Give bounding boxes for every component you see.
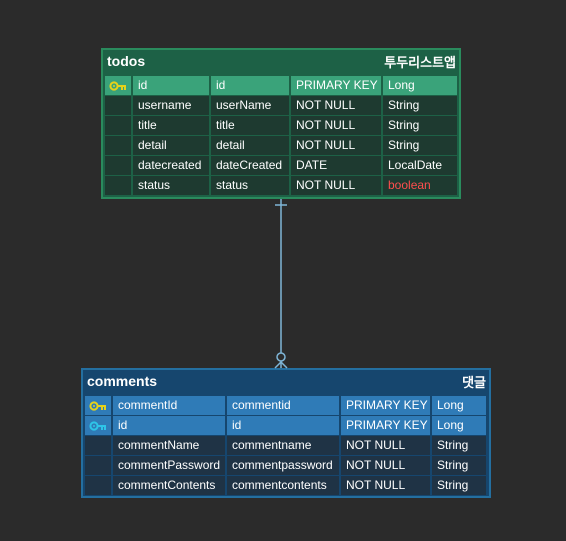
entity-name: todos [107,53,146,69]
column-type: String [432,476,486,495]
column-name: datecreated [133,156,209,175]
column-constraint: NOT NULL [341,476,430,495]
column-field: status [211,176,289,195]
column-name: detail [133,136,209,155]
column-name: commentId [113,396,225,415]
column-field: dateCreated [211,156,289,175]
entity-name: comments [87,373,158,389]
column-constraint: NOT NULL [291,116,381,135]
column-field: title [211,116,289,135]
column-constraint: NOT NULL [341,456,430,475]
column-constraint: PRIMARY KEY [341,416,430,435]
column-field: commentpassword [227,456,339,475]
column-field: commentid [227,396,339,415]
key-slot [105,176,131,195]
column-field: id [211,76,289,95]
foreign-key-icon [85,416,111,435]
column-type: String [383,96,457,115]
entity-alias: 댓글 [462,375,486,391]
column-type: String [432,456,486,475]
key-slot [105,96,131,115]
entity-header: todos 투두리스트앱 [103,50,459,72]
column-field: id [227,416,339,435]
column-name: id [133,76,209,95]
crows-foot-left [274,361,282,369]
primary-key-icon [105,76,131,95]
column-field: commentname [227,436,339,455]
column-name: commentContents [113,476,225,495]
column-type: LocalDate [383,156,457,175]
zero-cardinality-mark [276,352,286,362]
column-type: String [383,136,457,155]
column-type: String [432,436,486,455]
column-constraint: NOT NULL [291,96,381,115]
column-constraint: DATE [291,156,381,175]
entity-header: comments 댓글 [83,370,489,392]
crows-foot-right [280,361,288,369]
column-constraint: NOT NULL [291,136,381,155]
key-slot [85,436,111,455]
column-constraint: PRIMARY KEY [291,76,381,95]
key-slot [105,156,131,175]
column-type: Long [432,396,486,415]
entity-alias: 투두리스트앱 [384,55,456,71]
key-slot [85,476,111,495]
column-type: Long [383,76,457,95]
column-type: String [383,116,457,135]
column-name: commentPassword [113,456,225,475]
column-constraint: NOT NULL [291,176,381,195]
column-constraint: NOT NULL [341,436,430,455]
column-field: commentcontents [227,476,339,495]
column-name: username [133,96,209,115]
key-slot [105,116,131,135]
column-name: status [133,176,209,195]
column-field: userName [211,96,289,115]
column-field: detail [211,136,289,155]
column-name: id [113,416,225,435]
column-type: boolean [383,176,457,195]
key-slot [85,456,111,475]
primary-key-icon [85,396,111,415]
column-name: commentName [113,436,225,455]
column-type: Long [432,416,486,435]
key-slot [105,136,131,155]
column-name: title [133,116,209,135]
column-constraint: PRIMARY KEY [341,396,430,415]
